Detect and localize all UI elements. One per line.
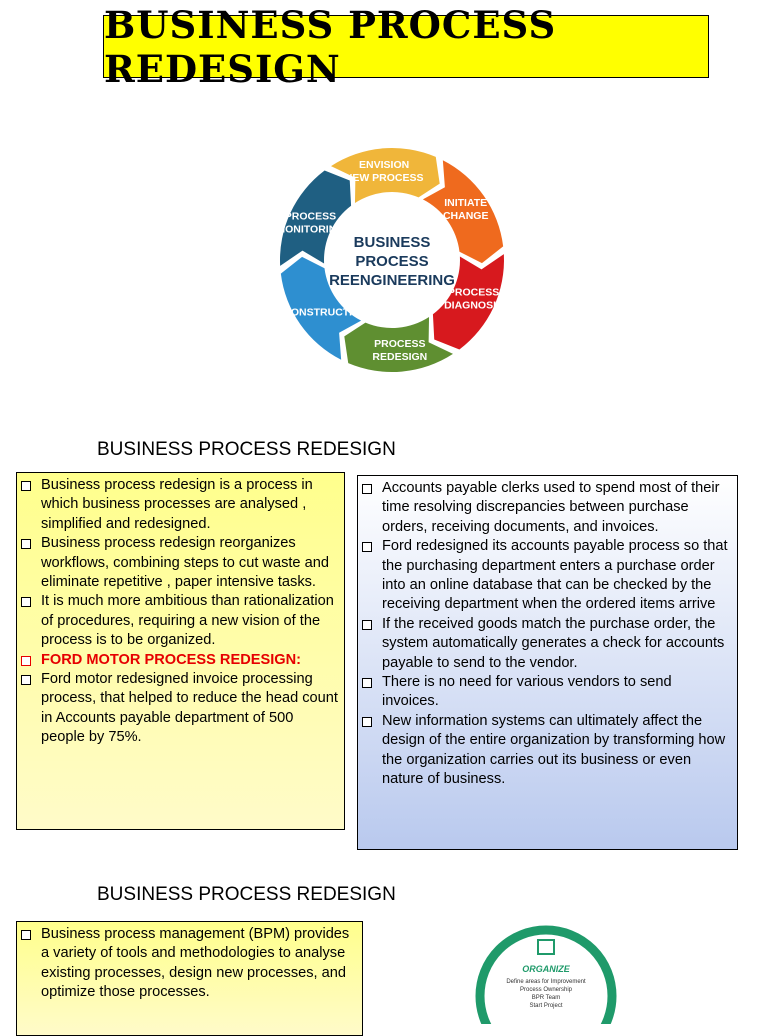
organize-line: Define areas for Improvement bbox=[506, 979, 586, 985]
cycle-segment-label: CHANGE bbox=[443, 210, 489, 222]
intro-bullet-text: Ford motor redesigned invoice processing… bbox=[41, 671, 338, 746]
intro-bullet: Ford motor redesigned invoice processing… bbox=[21, 670, 338, 748]
checkbox-bullet-icon bbox=[21, 930, 31, 940]
cycle-segment-label: REDESIGN bbox=[372, 351, 427, 363]
cycle-segment-label: RECONSTRUCTION bbox=[269, 307, 368, 319]
checkbox-bullet-icon bbox=[21, 481, 31, 491]
organize-ring bbox=[475, 925, 617, 1024]
checkbox-bullet-icon bbox=[21, 539, 31, 550]
organize-line: Process Ownership bbox=[520, 987, 573, 993]
ford-bullet: Ford redesigned its accounts payable pro… bbox=[362, 537, 731, 615]
cycle-segment bbox=[280, 256, 362, 360]
cycle-center bbox=[326, 194, 458, 326]
intro-bullet: It is much more ambitious than rationali… bbox=[21, 592, 338, 650]
ford-bullet-text: New information systems can ultimately a… bbox=[382, 712, 726, 788]
cycle-segment-label: MONITORING bbox=[276, 223, 344, 235]
ford-bullet: There is no need for various vendors to … bbox=[362, 673, 731, 712]
ford-bullet: Accounts payable clerks used to spend mo… bbox=[362, 479, 731, 537]
intro-bullet-text: It is much more ambitious than rationali… bbox=[41, 593, 334, 649]
bpm-bullet: Business process management (BPM) provid… bbox=[21, 925, 356, 1003]
intro-bullet-text: Business process redesign is a process i… bbox=[41, 477, 313, 532]
checkbox-bullet-icon bbox=[362, 716, 372, 727]
checkbox-bullet-icon bbox=[362, 678, 372, 689]
intro-bullet: Business process redesign reorganizes wo… bbox=[21, 534, 338, 592]
ford-bullet-text: Ford redesigned its accounts payable pro… bbox=[382, 538, 728, 613]
ford-bullet-box: Accounts payable clerks used to spend mo… bbox=[357, 475, 738, 850]
organization-chart-icon bbox=[537, 939, 555, 955]
ford-bullet-text: There is no need for various vendors to … bbox=[382, 674, 672, 710]
cycle-segment bbox=[331, 147, 440, 203]
ford-bullet-text: If the received goods match the purchase… bbox=[382, 615, 725, 671]
ford-bullet: If the received goods match the purchase… bbox=[362, 615, 731, 673]
organize-line: Start Project bbox=[529, 1003, 562, 1009]
cycle-center-label: PROCESS bbox=[355, 253, 428, 270]
cycle-segment-label: PROCESS bbox=[448, 287, 499, 299]
bpm-bullet-text: Business process management (BPM) provid… bbox=[41, 926, 350, 1001]
cycle-center-label: REENGINEERING bbox=[329, 272, 455, 289]
checkbox-bullet-icon bbox=[362, 542, 372, 553]
checkbox-bullet-icon bbox=[21, 597, 31, 608]
cycle-segment-label: ENVISION bbox=[359, 159, 409, 171]
bpm-bullet-box: Business process management (BPM) provid… bbox=[16, 921, 363, 1036]
cycle-segment bbox=[344, 317, 453, 372]
intro-bullet-text: FORD MOTOR PROCESS REDESIGN: bbox=[41, 651, 302, 668]
cycle-center-label: BUSINESS bbox=[354, 234, 431, 251]
cycle-segment-label: PROCESS bbox=[285, 210, 336, 222]
checkbox-bullet-icon bbox=[362, 484, 372, 494]
checkbox-bullet-icon bbox=[21, 655, 31, 666]
cycle-segment bbox=[432, 254, 504, 350]
section-heading-2: BUSINESS PROCESS REDESIGN bbox=[97, 884, 396, 905]
cycle-segment-label: INITIATE bbox=[444, 197, 487, 209]
organize-line: BPR Team bbox=[532, 995, 561, 1001]
title-banner: BUSINESS PROCESS REDESIGN bbox=[103, 3, 709, 91]
page-title: BUSINESS PROCESS REDESIGN bbox=[104, 2, 557, 91]
cycle-segment bbox=[280, 170, 352, 266]
cycle-segment-label: PROCESS bbox=[374, 338, 425, 350]
intro-bullet: FORD MOTOR PROCESS REDESIGN: bbox=[21, 651, 338, 670]
checkbox-bullet-icon bbox=[362, 619, 372, 630]
intro-bullet-box: Business process redesign is a process i… bbox=[16, 472, 345, 830]
ford-bullet: New information systems can ultimately a… bbox=[362, 712, 731, 790]
intro-bullet: Business process redesign is a process i… bbox=[21, 476, 338, 534]
cycle-segment-label: NEW PROCESS bbox=[345, 172, 424, 184]
checkbox-bullet-icon bbox=[21, 675, 31, 686]
intro-bullet-text: Business process redesign reorganizes wo… bbox=[41, 535, 329, 591]
organize-badge: ORGANIZE Define areas for ImprovementProc… bbox=[475, 925, 617, 1024]
cycle-segment-label: DIAGNOSIS bbox=[444, 300, 503, 312]
ford-bullet-text: Accounts payable clerks used to spend mo… bbox=[382, 480, 720, 535]
organize-title: ORGANIZE bbox=[522, 964, 570, 974]
cycle-segment bbox=[422, 160, 504, 264]
section-heading-1: BUSINESS PROCESS REDESIGN bbox=[97, 439, 396, 460]
